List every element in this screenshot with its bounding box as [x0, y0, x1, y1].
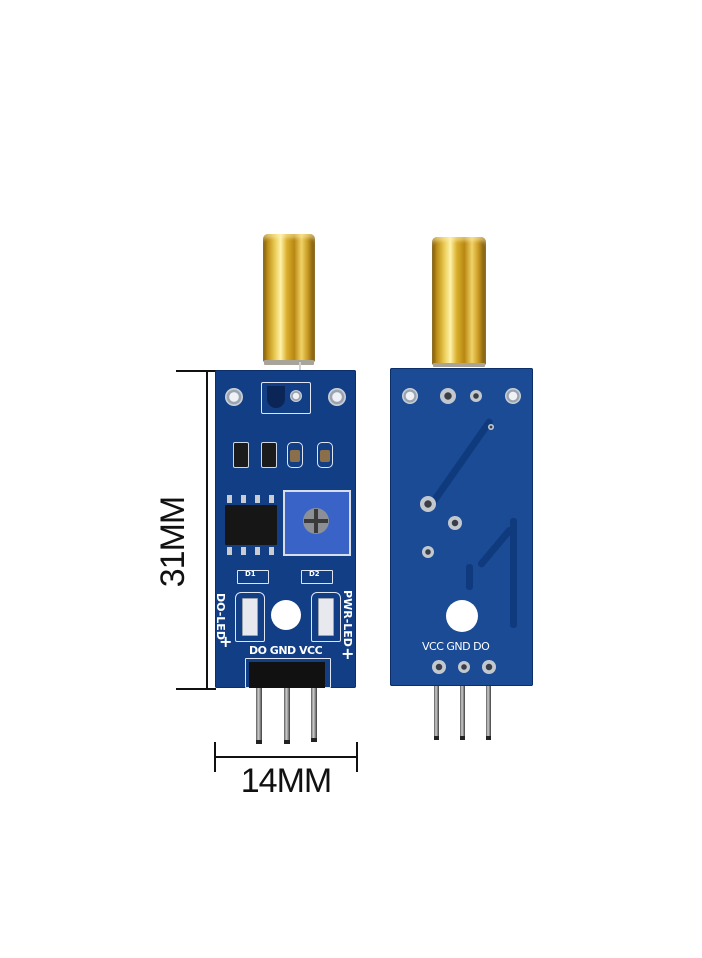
width-dimension-label: 14MM	[240, 762, 332, 800]
front-mount-hole-left	[225, 388, 243, 406]
back-mounting-hole-center	[446, 600, 478, 632]
front-switch-pad-right	[290, 390, 302, 402]
back-pcb: VCC GND DO	[390, 368, 533, 686]
front-pcb: D1 D2 DO-LED PWR-LED + + DO GND VCC	[214, 370, 356, 688]
front-cap-2-outline	[317, 442, 333, 468]
back-pin-do	[486, 686, 491, 738]
front-pin-do	[256, 688, 262, 742]
pwr-led-label: PWR-LED	[340, 590, 354, 647]
back-pin-do-tip	[486, 736, 491, 740]
back-pin-gnd	[460, 686, 465, 738]
front-pin-labels: DO GND VCC	[249, 644, 323, 657]
back-tilt-switch-cylinder	[432, 237, 486, 365]
back-tilt-switch-base	[433, 363, 485, 367]
potentiometer-cross-v	[314, 509, 318, 533]
back-via-1	[420, 496, 436, 512]
back-pad-center	[448, 516, 462, 530]
front-pin-vcc-tip	[311, 738, 317, 742]
front-pin-gnd-tip	[284, 740, 290, 744]
height-dimension	[176, 370, 216, 690]
back-switch-pad-1	[440, 388, 456, 404]
front-resistor-d2-label: D2	[309, 570, 320, 578]
front-resistor-d1-label: D1	[245, 570, 256, 578]
height-dimension-label: 31MM	[154, 496, 192, 588]
back-pad-small	[422, 546, 434, 558]
front-pin-gnd	[284, 688, 290, 742]
do-led-plus: +	[219, 632, 233, 651]
ic-pin	[241, 547, 246, 555]
front-tilt-switch-cylinder	[263, 234, 315, 362]
pwr-led-outline	[311, 592, 341, 642]
front-tilt-switch-base	[264, 360, 314, 365]
ic-pin	[227, 547, 232, 555]
front-cap-1	[290, 450, 300, 462]
back-via-2	[488, 424, 494, 430]
width-dimension	[214, 742, 358, 772]
ic-pin	[269, 547, 274, 555]
back-pin-vcc-tip	[434, 736, 439, 740]
back-pad-do	[482, 660, 496, 674]
back-pin-vcc	[434, 686, 439, 738]
ic-pin	[227, 495, 232, 503]
front-pin-vcc	[311, 688, 317, 740]
front-resistor-d1-outline	[237, 570, 269, 584]
pwr-led	[318, 598, 334, 636]
back-mount-hole-right	[505, 388, 521, 404]
front-cap-2	[320, 450, 330, 462]
back-mount-hole-left	[402, 388, 418, 404]
do-led-outline	[235, 592, 265, 642]
back-pad-vcc	[432, 660, 446, 674]
front-pin-do-tip	[256, 740, 262, 744]
height-dim-bottom-tick	[176, 688, 216, 690]
front-resistor-2	[261, 442, 277, 468]
height-dim-top-tick	[176, 370, 216, 372]
height-dim-line	[206, 370, 208, 690]
back-pad-gnd	[458, 661, 470, 673]
width-dim-line	[214, 756, 358, 758]
back-pin-labels: VCC GND DO	[422, 640, 490, 653]
front-cap-1-outline	[287, 442, 303, 468]
ic-pin	[241, 495, 246, 503]
front-pin-header	[249, 662, 325, 688]
pwr-led-plus: +	[341, 644, 355, 663]
do-led	[242, 598, 258, 636]
front-resistor-d2-outline	[301, 570, 333, 584]
width-dim-right-tick	[356, 742, 358, 772]
ic-pin	[255, 547, 260, 555]
front-switch-pad-left	[267, 386, 285, 408]
front-mount-hole-right	[328, 388, 346, 406]
ic-pin	[269, 495, 274, 503]
back-pin-gnd-tip	[460, 736, 465, 740]
front-comparator-ic	[225, 505, 277, 545]
front-mounting-hole-center	[271, 600, 301, 630]
back-trace-right	[460, 518, 520, 628]
ic-pin	[255, 495, 260, 503]
back-switch-pad-2	[470, 390, 482, 402]
front-switch-footprint	[261, 382, 311, 414]
front-resistor-1	[233, 442, 249, 468]
back-trace-diagonal	[425, 417, 494, 512]
